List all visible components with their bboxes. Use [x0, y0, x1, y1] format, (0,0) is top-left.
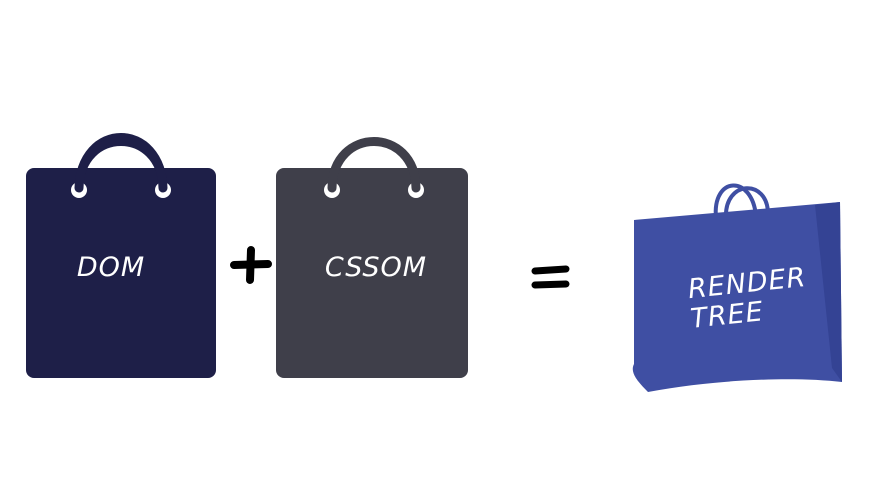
render-tree-bag-body — [632, 202, 842, 392]
render-tree-bag-handle-front — [723, 186, 770, 220]
render-tree-bag: RENDER TREE — [632, 183, 842, 392]
render-tree-bag-handle-back — [713, 183, 758, 220]
render-tree-bag-label-line-2: TREE — [689, 296, 765, 334]
cssom-bag-handle — [327, 137, 421, 193]
dom-bag-handle-inner — [74, 137, 168, 193]
plus-operator — [230, 246, 272, 284]
cssom-bag: CSSOM — [276, 137, 468, 378]
dom-bag-body — [26, 168, 216, 378]
cssom-bag-label: CSSOM — [325, 252, 427, 283]
equals-top-bar — [531, 265, 570, 275]
equals-bottom-bar — [531, 280, 570, 289]
dom-bag-label: DOM — [77, 252, 145, 283]
plus-vertical — [246, 246, 255, 284]
cssom-bag-body — [276, 168, 468, 378]
dom-bag: DOM — [26, 133, 216, 378]
equals-operator — [531, 265, 570, 289]
render-tree-bag-fold — [815, 202, 842, 382]
